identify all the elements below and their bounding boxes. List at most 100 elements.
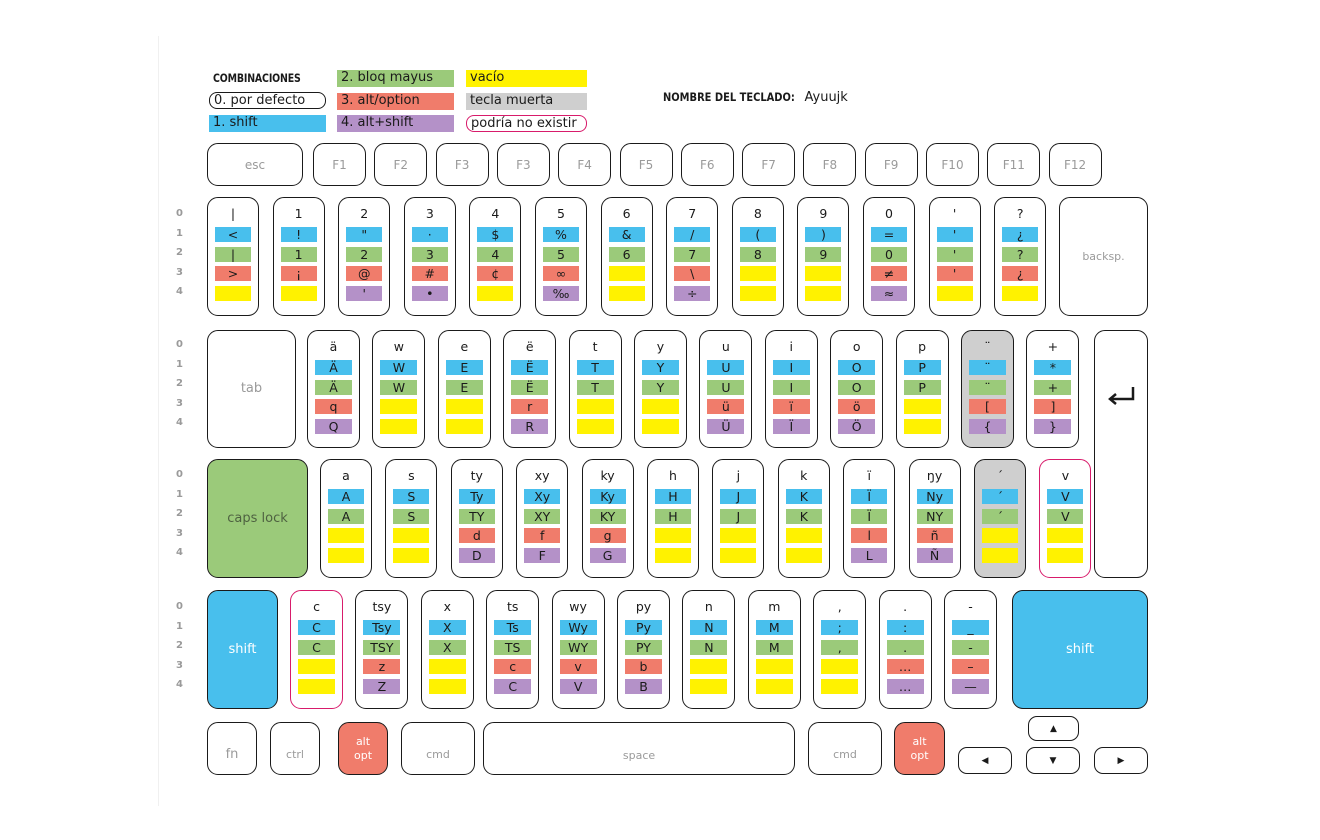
key-function-5[interactable]: F4 bbox=[558, 143, 612, 186]
key-cmd-right[interactable]: cmd bbox=[808, 722, 882, 775]
key-function-10[interactable]: F9 bbox=[864, 143, 918, 186]
key-ctrl[interactable]: ctrl bbox=[270, 722, 320, 775]
key-arrow-down[interactable]: ▼ bbox=[1026, 747, 1080, 774]
key-bottom-row-8[interactable]: ,;, bbox=[813, 590, 867, 709]
key-number-row-7[interactable]: 7/7\÷ bbox=[666, 197, 719, 316]
key-function-3[interactable]: F3 bbox=[435, 143, 489, 186]
arrow-up-icon: ▲ bbox=[1050, 723, 1057, 734]
key-number-row-8[interactable]: 8(8 bbox=[731, 197, 784, 316]
key-caps-lock[interactable]: caps lock bbox=[207, 459, 308, 578]
key-alt-char: f bbox=[524, 528, 561, 543]
key-number-row-4[interactable]: 4$4¢ bbox=[469, 197, 522, 316]
key-cmd-left[interactable]: cmd bbox=[401, 722, 475, 775]
key-arrow-right[interactable]: ▶ bbox=[1094, 747, 1148, 774]
key-bottom-row-9[interactable]: .:.…… bbox=[878, 590, 932, 709]
key-caps-char: 5 bbox=[543, 246, 579, 262]
key-number-row-0[interactable]: |<|> bbox=[207, 197, 259, 316]
key-altshift-char: … bbox=[886, 678, 924, 694]
key-number-row-5[interactable]: 5%5∞‰ bbox=[535, 197, 587, 316]
key-caps-char: E bbox=[445, 379, 483, 395]
key-altshift-char bbox=[445, 418, 483, 434]
key-altshift-char: B bbox=[625, 678, 662, 694]
key-number-row-9[interactable]: 9)9 bbox=[797, 197, 850, 316]
key-number-row-3[interactable]: 3·3#• bbox=[403, 197, 456, 316]
key-function-label: F11 bbox=[1002, 157, 1025, 172]
key-alt-right[interactable]: alt opt bbox=[894, 722, 945, 775]
key-top-row-10[interactable]: ¨¨¨[{ bbox=[961, 330, 1014, 448]
key-home-row-10[interactable]: ´´´ bbox=[974, 459, 1026, 578]
key-function-12[interactable]: F11 bbox=[987, 143, 1041, 186]
key-number-row-12[interactable]: ?¿?¿ bbox=[994, 197, 1047, 316]
key-alt-char: – bbox=[952, 659, 989, 674]
key-function-13[interactable]: F12 bbox=[1048, 143, 1102, 186]
key-default-char: - bbox=[968, 599, 973, 614]
key-enter[interactable] bbox=[1094, 330, 1148, 578]
key-function-7[interactable]: F6 bbox=[680, 143, 734, 186]
key-fn[interactable]: fn bbox=[207, 722, 257, 775]
key-caps-char: 6 bbox=[608, 246, 645, 262]
key-tab[interactable]: tab bbox=[207, 330, 296, 448]
key-number-row-11[interactable]: '''' bbox=[928, 197, 981, 316]
key-top-row-11[interactable]: +*+]} bbox=[1026, 330, 1080, 448]
key-caps-char: ´ bbox=[982, 508, 1018, 524]
key-function-11[interactable]: F10 bbox=[926, 143, 979, 186]
key-shift-right[interactable]: shift bbox=[1012, 590, 1148, 709]
key-number-row-10[interactable]: 0=0≠≈ bbox=[863, 197, 915, 316]
key-esc[interactable]: esc bbox=[207, 143, 303, 186]
arrow-right-icon: ▶ bbox=[1117, 755, 1125, 766]
key-arrow-up[interactable]: ▲ bbox=[1028, 716, 1079, 741]
key-space[interactable]: space bbox=[483, 722, 795, 775]
key-number-row-6[interactable]: 6&6 bbox=[600, 197, 653, 316]
key-bottom-row-10[interactable]: -_-–— bbox=[944, 590, 997, 709]
key-caps-char: 3 bbox=[411, 246, 448, 262]
key-function-9[interactable]: F8 bbox=[803, 143, 857, 186]
key-shift-char: : bbox=[886, 620, 924, 635]
key-arrow-left[interactable]: ◀ bbox=[958, 747, 1012, 774]
key-function-label: F10 bbox=[941, 157, 964, 172]
key-backspace[interactable]: backsp. bbox=[1059, 197, 1148, 316]
key-default-char: e bbox=[460, 339, 469, 354]
key-number-row-1[interactable]: 1!1¡ bbox=[272, 197, 325, 316]
key-alt-left[interactable]: alt opt bbox=[338, 722, 388, 775]
key-shift-left[interactable]: shift bbox=[207, 590, 278, 709]
key-function-6[interactable]: F5 bbox=[619, 143, 673, 186]
key-number-row-2[interactable]: 2"2@' bbox=[338, 197, 391, 316]
key-caps-char: ' bbox=[936, 246, 973, 262]
key-function-2[interactable]: F2 bbox=[374, 143, 428, 186]
key-caps-char: V bbox=[1047, 508, 1084, 524]
key-altshift-char bbox=[655, 547, 691, 563]
key-function-8[interactable]: F7 bbox=[742, 143, 796, 186]
key-function-1[interactable]: F1 bbox=[313, 143, 366, 186]
key-function-4[interactable]: F3 bbox=[496, 143, 550, 186]
